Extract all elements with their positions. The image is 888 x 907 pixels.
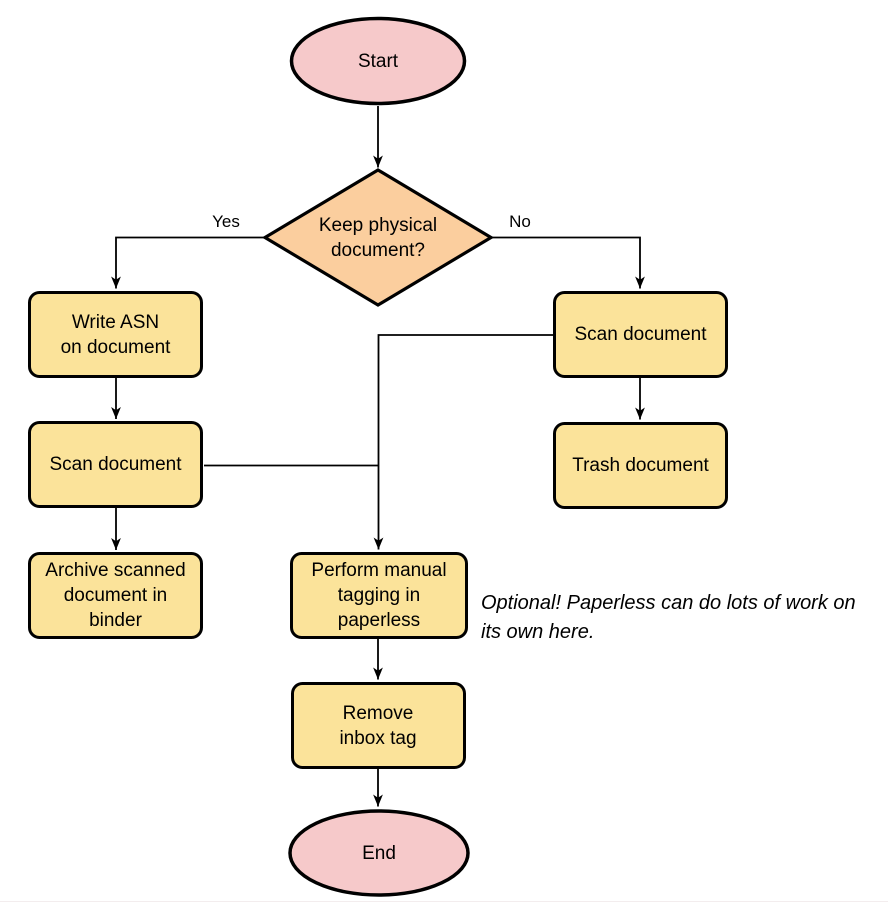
start-terminator-shape xyxy=(289,16,467,106)
manual-tagging-shape xyxy=(290,552,468,639)
remove-inbox-tag-shape xyxy=(291,682,466,769)
scan-document-left-shape xyxy=(28,421,203,508)
page-bottom-divider xyxy=(0,901,888,902)
scan-document-right-shape xyxy=(553,291,728,378)
archive-binder-shape xyxy=(28,552,203,639)
write-asn-shape xyxy=(28,291,203,378)
edge-decision-no xyxy=(490,236,645,289)
optional-note: Optional! Paperless can do lots of work … xyxy=(481,592,856,643)
edge-decision-yes xyxy=(111,236,266,289)
trash-document-shape xyxy=(553,422,728,509)
flow-connectors xyxy=(111,106,645,807)
edge-scanright-to-tagging xyxy=(373,334,554,550)
decision-diamond-shape xyxy=(261,168,495,307)
end-terminator-shape xyxy=(288,809,470,897)
